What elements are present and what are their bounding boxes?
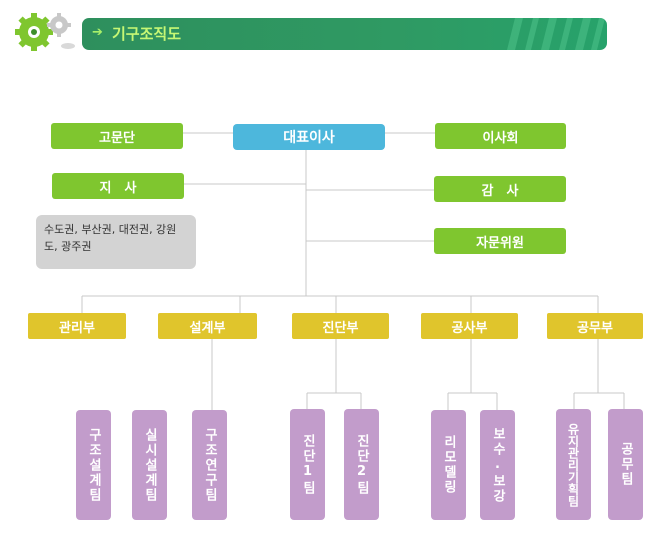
team-public-works: 공무팀 <box>608 409 643 520</box>
team-remodeling: 리모델링 <box>431 410 466 520</box>
board-node: 이사회 <box>435 123 566 149</box>
team-maintenance-planning: 유지관리기획팀 <box>556 409 591 520</box>
consult-node: 자문위원 <box>434 228 566 254</box>
header-stripes <box>507 18 605 50</box>
dept-diagnosis: 진단부 <box>292 313 389 339</box>
team-structural-design: 구조설계팀 <box>76 410 111 520</box>
page-title: 기구조직도 <box>112 25 182 43</box>
dept-management: 관리부 <box>28 313 126 339</box>
team-repair-reinforce: 보수.보강 <box>480 410 515 520</box>
arrow-icon: ➔ <box>92 25 103 40</box>
ceo-node: 대표이사 <box>233 124 385 150</box>
branch-regions-note: 수도권, 부산권, 대전권, 강원도, 광주권 <box>36 215 196 269</box>
team-diagnosis-2: 진단2팀 <box>344 409 379 520</box>
team-detail-design: 실시설계팀 <box>132 410 167 520</box>
dept-design: 설계부 <box>158 313 257 339</box>
dept-construction: 공사부 <box>421 313 518 339</box>
audit-node: 감 사 <box>434 176 566 202</box>
header-bar: ➔ 기구조직도 <box>82 18 607 50</box>
team-diagnosis-1: 진단1팀 <box>290 409 325 520</box>
advisory-node: 고문단 <box>51 123 183 149</box>
dept-public: 공무부 <box>547 313 643 339</box>
gear-icon <box>15 13 75 51</box>
branch-node: 지 사 <box>52 173 184 199</box>
team-structural-research: 구조연구팀 <box>192 410 227 520</box>
